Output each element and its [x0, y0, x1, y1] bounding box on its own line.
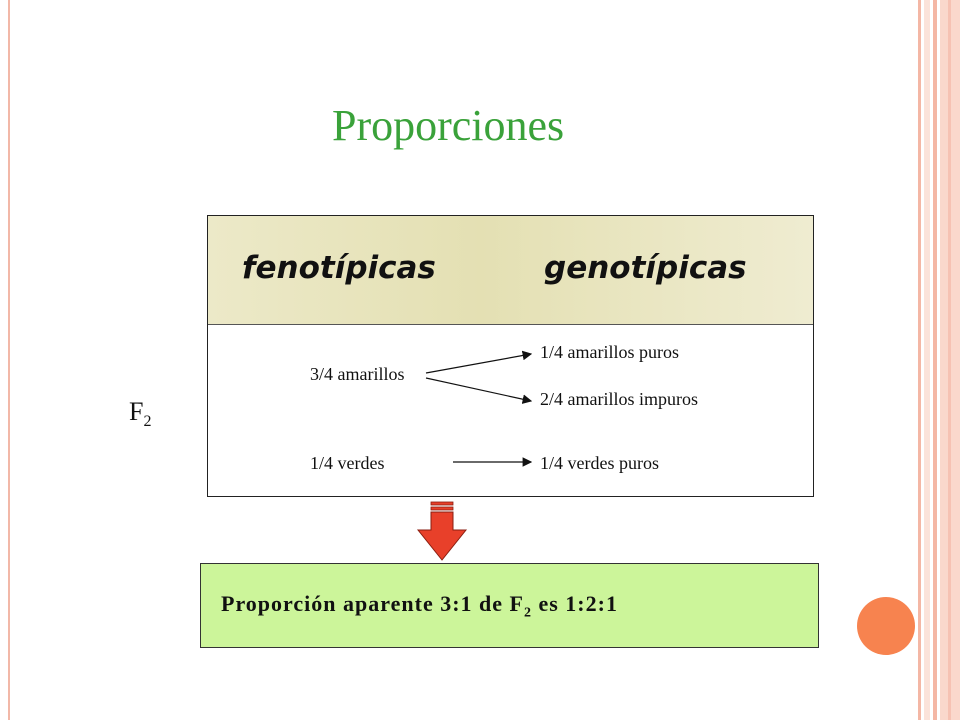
result-box: Proporción aparente 3:1 de F2 es 1:2:1 [200, 563, 819, 648]
genotype-impure-yellow: 2/4 amarillos impuros [540, 389, 698, 409]
phenotype-green: 1/4 verdes [310, 453, 385, 473]
phenotype-yellow: 3/4 amarillos [310, 364, 405, 384]
decor-stripe [948, 0, 951, 720]
header-phenotypic: fenotípicas [242, 250, 436, 286]
accent-circle-icon [857, 597, 915, 655]
arrow-to-impure-yellow [425, 377, 533, 404]
genotype-pure-yellow: 1/4 amarillos puros [540, 342, 679, 362]
result-subscript: 2 [523, 605, 532, 621]
branch-arrows [425, 350, 533, 467]
result-suffix: es 1:2:1 [531, 591, 618, 616]
arrow-to-pure-yellow [425, 350, 533, 374]
result-text: Proporción aparente 3:1 de F2 es 1:2:1 [221, 591, 618, 621]
slide-title: Proporciones [332, 101, 565, 150]
generation-subscript: 2 [143, 413, 152, 431]
proportions-table: fenotípicas genotípicas 3/4 amarillos 1/… [207, 215, 814, 497]
table-header: fenotípicas genotípicas [208, 216, 813, 325]
result-prefix: Proporción aparente 3:1 de F [221, 591, 524, 616]
decor-stripe [933, 0, 937, 720]
decor-stripe [918, 0, 921, 720]
generation-label: F2 [129, 397, 151, 431]
down-arrow-icon [416, 501, 468, 561]
header-genotypic: genotípicas [544, 250, 747, 286]
decor-stripe [924, 0, 930, 720]
left-border-line [8, 0, 10, 720]
genotype-green-pure: 1/4 verdes puros [540, 453, 659, 473]
generation-letter: F [129, 397, 144, 426]
